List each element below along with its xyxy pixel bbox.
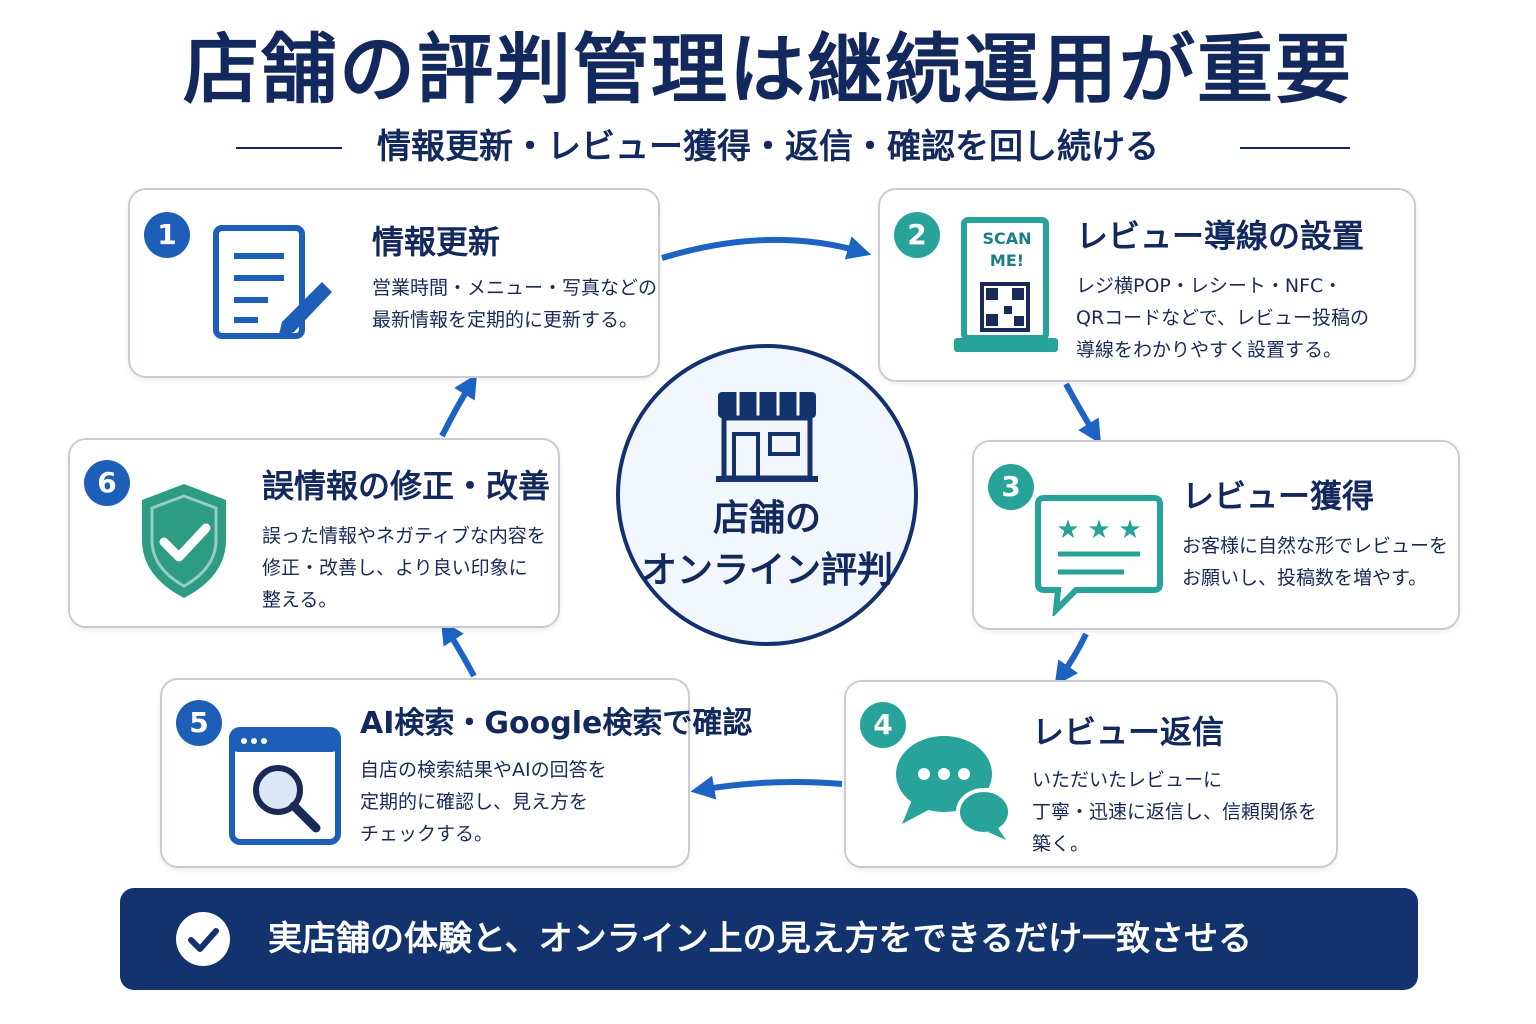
svg-text:★: ★	[1118, 515, 1141, 545]
center-title-line1: 店舗の	[712, 498, 821, 539]
step-title: AI検索・Google検索で確認	[360, 706, 753, 741]
step-number-badge: 2	[894, 212, 940, 258]
document-edit-icon	[213, 225, 332, 339]
arrow-1-to-2	[661, 236, 872, 261]
subtitle-row: 情報更新・レビュー獲得・返信・確認を回し続ける	[0, 124, 1536, 170]
star-review-bubble-icon: ★ ★ ★	[1035, 495, 1163, 616]
scan-me-label: SCAN ME!	[982, 229, 1032, 270]
subtitle: 情報更新・レビュー獲得・返信・確認を回し続ける	[377, 127, 1159, 167]
step-number-badge: 5	[176, 700, 222, 746]
step-card-4: 4 レビュー返信 いただいたレビューに 丁寧・迅速に返信し、信頼関係を 築く。	[844, 680, 1338, 868]
qr-code-stand-icon	[954, 217, 1058, 352]
step-card-1: 1 情報更新 営業時間・メニュー・写真などの 最新情報を定期的に更新する。	[128, 188, 660, 378]
step-description: お客様に自然な形でレビューを お願いし、投稿数を増やす。	[1182, 535, 1449, 589]
step-number-badge: 6	[84, 460, 130, 506]
arrow-2-to-3	[1063, 382, 1102, 445]
arrow-6-to-1	[439, 373, 478, 438]
step-title: レビュー獲得	[1182, 477, 1375, 515]
subtitle-right-line	[1240, 147, 1350, 149]
browser-search-icon	[229, 727, 341, 845]
step-title: 情報更新	[372, 223, 501, 261]
svg-text:★: ★	[1056, 515, 1079, 545]
step-description: レジ横POP・レシート・NFC・ QRコードなどで、レビュー投稿の 導線をわかり…	[1076, 275, 1370, 361]
center-title-line2: オンライン評判	[640, 550, 893, 591]
arrow-5-to-6	[440, 619, 477, 678]
step-description: 営業時間・メニュー・写真などの 最新情報を定期的に更新する。	[372, 277, 658, 331]
step-card-2: 2 SCAN ME! レビュー導線の設置 レジ横POP・レシート・NFC・ QR…	[878, 188, 1416, 382]
subtitle-left-line	[236, 147, 342, 149]
page-title: 店舗の評判管理は継続運用が重要	[183, 25, 1353, 114]
step-title: 誤情報の修正・改善	[262, 467, 551, 505]
step-number-badge: 4	[860, 702, 906, 748]
arrow-3-to-4	[1054, 632, 1089, 686]
step-card-3: 3 ★ ★ ★ レビュー獲得 お客様に自然な形でレビューを お願いし、投稿数を増…	[972, 440, 1460, 630]
shield-check-icon	[142, 484, 226, 598]
step-number-badge: 1	[144, 212, 190, 258]
chat-bubbles-icon	[896, 736, 1012, 840]
arrow-4-to-5	[690, 775, 843, 800]
center-hub: 店舗の オンライン評判	[616, 344, 918, 646]
step-card-6: 6 誤情報の修正・改善 誤った情報やネガティブな内容を 修正・改善し、より良い印…	[68, 438, 560, 628]
step-card-5: 5 AI検索・Google検索で確認 自店の検索結果やAIの回答を 定期的に確認…	[160, 678, 752, 868]
step-title: レビュー返信	[1032, 713, 1225, 751]
step-description: 自店の検索結果やAIの回答を 定期的に確認し、見え方を チェックする。	[360, 759, 607, 845]
step-description: いただいたレビューに 丁寧・迅速に返信し、信頼関係を 築く。	[1032, 769, 1318, 855]
step-description: 誤った情報やネガティブな内容を 修正・改善し、より良い印象に 整える。	[262, 525, 546, 611]
check-circle-icon	[176, 912, 230, 966]
svg-text:★: ★	[1087, 515, 1110, 545]
storefront-icon	[716, 392, 818, 482]
footer-message: 実店舗の体験と、オンライン上の見え方をできるだけ一致させる	[268, 919, 1252, 959]
step-number-badge: 3	[988, 464, 1034, 510]
footer-banner: 実店舗の体験と、オンライン上の見え方をできるだけ一致させる	[120, 888, 1418, 990]
step-title: レビュー導線の設置	[1076, 217, 1365, 255]
